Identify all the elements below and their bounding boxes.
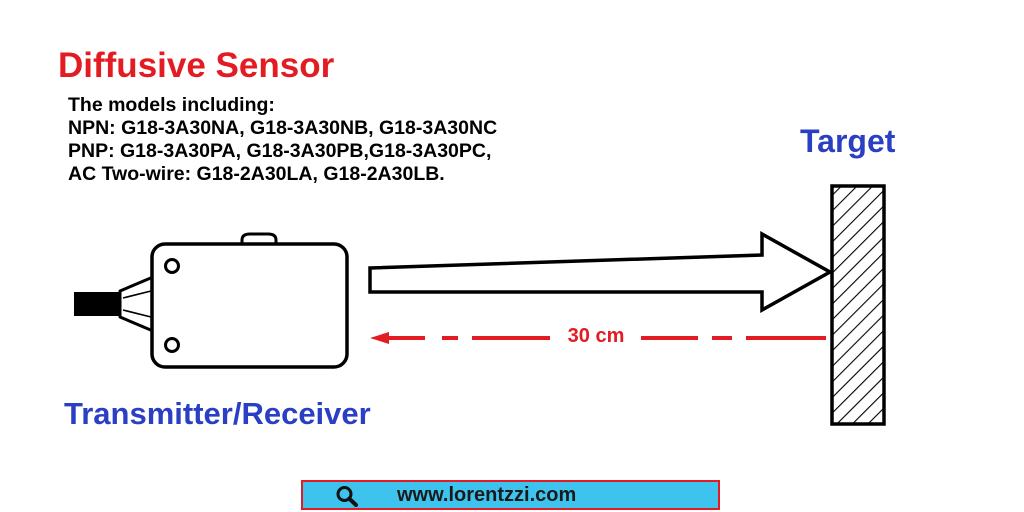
models-text: The models including: NPN: G18-3A30NA, G… — [68, 94, 497, 186]
models-line-intro: The models including: — [68, 94, 275, 116]
target-label: Target — [800, 123, 896, 159]
models-line-ac: AC Two-wire: G18-2A30LA, G18-2A30LB. — [68, 163, 445, 185]
search-icon — [336, 486, 358, 507]
distance-arrow — [370, 332, 826, 344]
sensor-mount-hole-bottom — [164, 337, 180, 353]
models-line-pnp: PNP: G18-3A30PA, G18-3A30PB,G18-3A30PC, — [68, 140, 492, 162]
sensor-body — [150, 242, 349, 369]
models-line-npn: NPN: G18-3A30NA, G18-3A30NB, G18-3A30NC — [68, 117, 498, 139]
website-url[interactable]: www.lorentzzi.com — [397, 484, 577, 506]
distance-label: 30 cm — [567, 325, 625, 347]
diagram-title: Diffusive Sensor — [58, 46, 335, 85]
emitted-beam-arrow — [368, 231, 834, 313]
sensor-mount-hole-top — [164, 258, 180, 274]
sensor-cable — [74, 292, 122, 316]
transmitter-receiver-label: Transmitter/Receiver — [64, 396, 371, 431]
website-bar[interactable]: www.lorentzzi.com — [301, 480, 720, 510]
sensor-drawing — [74, 232, 349, 369]
target-plate — [830, 184, 886, 426]
sensor-cable-gland — [118, 275, 155, 333]
distance-arrowhead — [370, 332, 389, 344]
